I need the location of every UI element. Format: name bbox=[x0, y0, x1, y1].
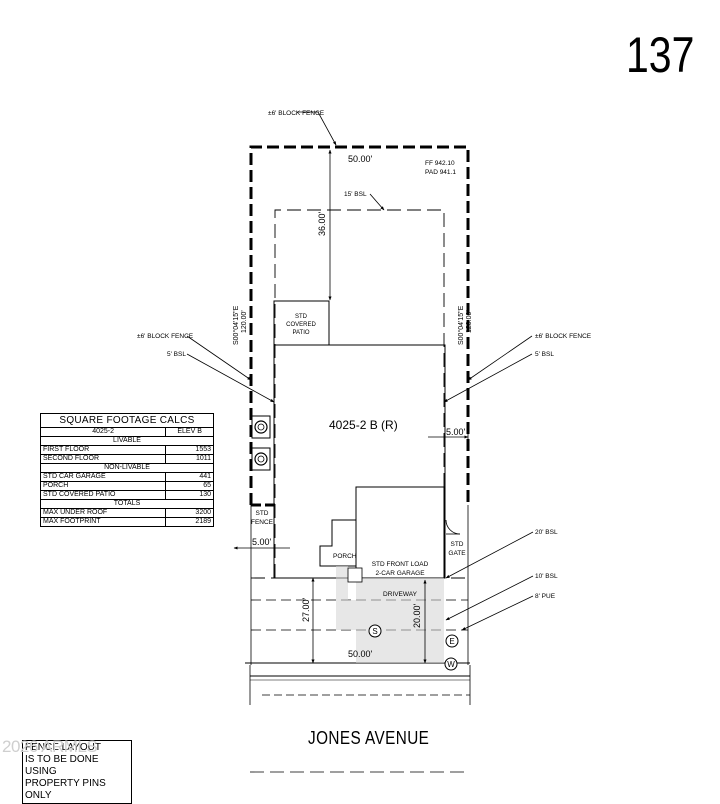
std-gate-label: GATE bbox=[448, 550, 466, 557]
calcs-totals-header: TOTALS bbox=[40, 499, 214, 509]
callout-bsl-20: 20' BSL bbox=[535, 529, 558, 536]
porch-outline bbox=[319, 519, 356, 567]
gate-swing bbox=[445, 519, 461, 535]
calcs-row-value: 1011 bbox=[165, 454, 214, 464]
calcs-livable-header: LIVABLE bbox=[40, 436, 214, 446]
callout-block-fence-left: ±6' BLOCK FENCE bbox=[137, 333, 194, 340]
leader-bsl-right bbox=[443, 353, 533, 403]
note-line: IS TO BE DONE USING bbox=[25, 754, 99, 777]
patio-label: PATIO bbox=[292, 330, 309, 336]
leader-fence-rear bbox=[317, 111, 337, 146]
site-plan-drawing: S E W ±6' BLOCK FENCE 15' BSL ±6' BLOCK … bbox=[137, 110, 592, 773]
calcs-row-label: MAX UNDER ROOF bbox=[39, 508, 167, 518]
note-line: FENCE LAYOUT bbox=[25, 742, 101, 753]
ac-unit-1 bbox=[251, 415, 271, 439]
ac-fan-icon bbox=[254, 452, 268, 466]
covered-patio bbox=[273, 300, 330, 346]
sewer-marker-icon bbox=[368, 624, 382, 638]
dim-bearing-right-text: S00°04'15"E bbox=[457, 305, 465, 345]
dim-front-width-text: 50.00' bbox=[348, 649, 373, 659]
sewer-marker-label: S bbox=[372, 627, 377, 636]
dim-front-left-text: 27.00' bbox=[301, 597, 311, 622]
ac-unit-2 bbox=[251, 447, 271, 471]
water-marker-icon bbox=[444, 657, 458, 671]
lot-boundary-fence bbox=[249, 145, 470, 505]
callout-bsl-15: 15' BSL bbox=[344, 191, 367, 198]
calcs-row-label: SECOND FLOOR bbox=[39, 454, 167, 464]
dim-front-garage-text: 20.00' bbox=[412, 603, 422, 628]
calcs-row-value: 65 bbox=[165, 481, 214, 491]
copyright-watermark: 2026 ARMLS bbox=[2, 737, 98, 756]
leader-fence-left bbox=[186, 335, 252, 381]
calcs-row-value: 2189 bbox=[165, 517, 214, 527]
dim-rear-setback-text: 50.00' bbox=[348, 154, 373, 164]
dim-bearing-left-text: S00°04'15"E bbox=[232, 305, 240, 345]
electric-marker-icon bbox=[445, 634, 459, 648]
leader-bsl-15 bbox=[369, 193, 385, 211]
lot-number: 137 bbox=[626, 27, 695, 83]
plan-label: 4025-2 B (R) bbox=[329, 418, 398, 432]
calcs-row-label: MAX FOOTPRINT bbox=[39, 517, 167, 527]
water-marker-label: W bbox=[447, 660, 455, 669]
std-gate-label: STD bbox=[451, 541, 464, 548]
house-footprint bbox=[273, 344, 446, 579]
pad-elevation: PAD 941.1 bbox=[425, 169, 456, 176]
calcs-row-label: FIRST FLOOR bbox=[39, 445, 167, 455]
driveway-label: DRIVEWAY bbox=[383, 591, 418, 598]
leader-bsl-10 bbox=[445, 575, 534, 621]
patio-label: COVERED bbox=[286, 322, 316, 328]
electric-marker-label: E bbox=[449, 637, 454, 646]
calcs-non-livable-header: NON-LIVABLE bbox=[40, 463, 214, 473]
calcs-row-value: 3200 bbox=[165, 508, 214, 518]
dim-side-left-text: 5.00' bbox=[252, 537, 272, 547]
dim-length-left-text: 120.00' bbox=[241, 310, 248, 333]
leader-fence-right bbox=[467, 335, 533, 381]
patio-label: STD bbox=[295, 314, 308, 320]
callout-bsl-5-left: 5' BSL bbox=[167, 351, 186, 358]
calcs-title: SQUARE FOOTAGE CALCS bbox=[40, 413, 214, 428]
calcs-elevation: ELEV B bbox=[165, 427, 214, 437]
leader-pue bbox=[461, 595, 534, 631]
leader-bsl-20 bbox=[445, 531, 534, 579]
calcs-row-value: 1553 bbox=[165, 445, 214, 455]
dim-length-right-text: 120.00' bbox=[466, 310, 473, 333]
porch-step bbox=[347, 567, 363, 583]
callout-pue-8: 8' PUE bbox=[535, 593, 556, 600]
callout-block-fence-rear: ±6' BLOCK FENCE bbox=[268, 110, 325, 117]
callout-block-fence-right: ±6' BLOCK FENCE bbox=[535, 333, 592, 340]
std-fence-label: STD bbox=[256, 510, 269, 517]
calcs-row-value: 441 bbox=[165, 472, 214, 482]
calcs-row-label: STD CAR GARAGE bbox=[39, 472, 167, 482]
calcs-row-label: PORCH bbox=[39, 481, 167, 491]
std-fence-label: FENCE bbox=[251, 519, 274, 526]
note-line: PROPERTY PINS ONLY bbox=[25, 778, 106, 801]
dim-side-right-text: 5.00' bbox=[446, 427, 466, 437]
building-setback-line bbox=[274, 209, 445, 578]
walkway bbox=[336, 566, 356, 630]
square-footage-calcs-table: SQUARE FOOTAGE CALCS 4025-2 ELEV B LIVAB… bbox=[39, 413, 214, 527]
street-name: JONES AVENUE bbox=[308, 728, 430, 748]
calcs-plan: 4025-2 bbox=[39, 427, 167, 437]
callout-bsl-10: 10' BSL bbox=[535, 573, 558, 580]
calcs-row-label: STD COVERED PATIO bbox=[39, 490, 167, 500]
ac-fan-icon bbox=[254, 420, 268, 434]
driveway bbox=[356, 578, 444, 663]
dim-rear-depth-text: 36.00' bbox=[317, 211, 327, 236]
finished-floor-elevation: FF 942.10 bbox=[425, 160, 455, 167]
garage-label: 2-CAR GARAGE bbox=[375, 570, 425, 577]
garage-label: STD FRONT LOAD bbox=[372, 561, 429, 568]
callout-bsl-5-right: 5' BSL bbox=[535, 351, 554, 358]
porch-label: PORCH bbox=[333, 553, 357, 560]
calcs-row-value: 130 bbox=[165, 490, 214, 500]
leader-bsl-left bbox=[186, 353, 275, 403]
